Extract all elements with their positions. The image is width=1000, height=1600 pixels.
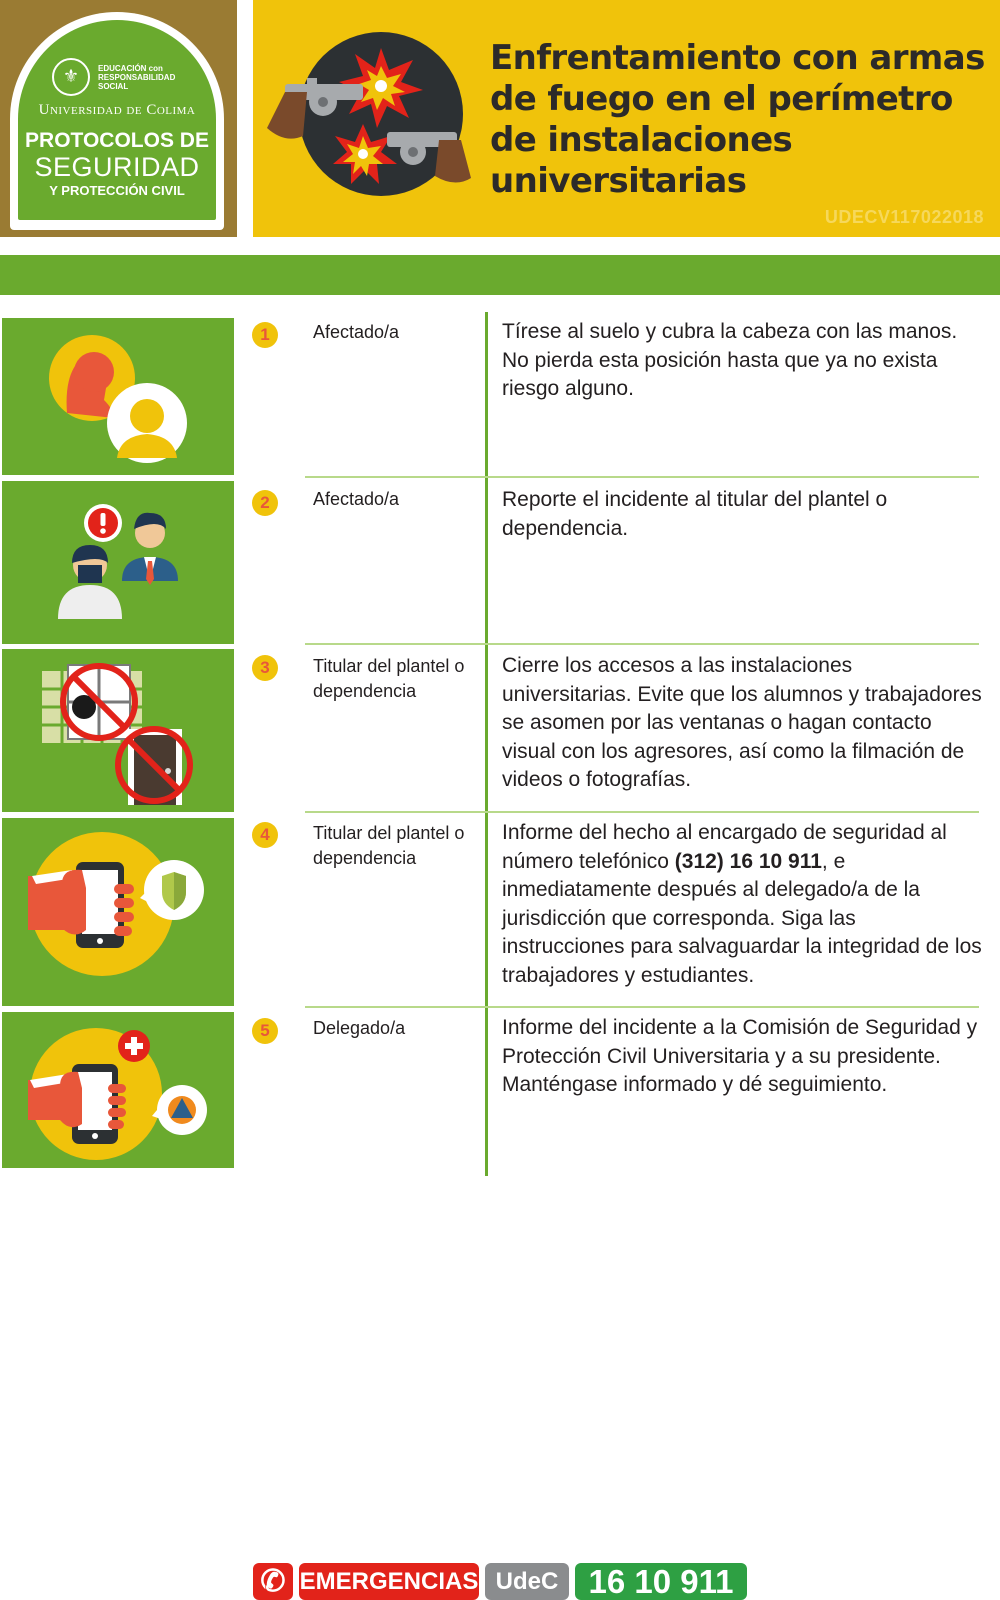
phone-icon: ✆ [253,1563,293,1600]
row-separator [305,476,979,478]
logo-panel: ⚜ EDUCACIÓN con RESPONSABILIDAD SOCIAL U… [0,0,237,237]
slogan-line-1: EDUCACIÓN con [98,64,163,73]
row-separator [305,811,979,813]
logo-slogan: EDUCACIÓN con RESPONSABILIDAD SOCIAL [98,64,208,91]
slogan-line-3: SOCIAL [98,82,129,91]
step-1-instructions: Tírese al suelo y cubra la cabeza con la… [502,320,958,400]
step-3-instructions: Cierre los accesos a las instalaciones u… [502,654,982,791]
step-4-text-after: , e inmediatamente después al delegado/a… [502,849,982,987]
title-panel: Enfrentamiento con armas de fuego en el … [253,0,1000,237]
step-2-illustration [2,481,234,644]
row-separator [305,1006,979,1008]
phone-shield-icon [28,832,204,976]
emergency-footer: ✆ EMERGENCIAS UdeC 16 10 911 [253,1563,747,1600]
logo-protocols: PROTOCOLOS DE [25,129,209,152]
row-separator [305,643,979,645]
udec-label: UdeC [485,1563,569,1600]
step-3-number: 3 [252,655,278,681]
step-1-role: Afectado/a [313,322,400,342]
security-phone-number: (312) 16 10 911 [674,849,822,873]
university-name: Universidad de Colima [38,102,196,118]
no-window-no-door-icon [42,663,193,805]
step-3-role: Titular del plantel o dependencia [313,656,465,701]
green-divider-band [0,255,1000,295]
university-logo: ⚜ EDUCACIÓN con RESPONSABILIDAD SOCIAL U… [18,20,216,220]
emergency-label: EMERGENCIAS [299,1563,479,1600]
step-2-instructions: Reporte el incidente al titular del plan… [502,488,888,540]
phone-glyph: ✆ [260,1565,286,1598]
two-persons-icon [49,335,187,463]
step-5-instructions: Informe del incidente a la Comisión de S… [502,1016,978,1096]
step-5-illustration [2,1012,234,1168]
page-title: Enfrentamiento con armas de fuego en el … [490,38,985,201]
report-alert-icon [58,504,178,619]
emergency-number: 16 10 911 [575,1563,747,1600]
step-4-text-before: Informe del hecho al encargado de seguri… [502,821,947,873]
step-4-role: Titular del plantel o dependencia [313,823,465,868]
step-1-number: 1 [252,322,278,348]
step-1-illustration [2,318,234,475]
logo-security: SEGURIDAD [34,152,200,182]
phone-civil-protection-icon [28,1028,207,1160]
column-divider [485,312,488,1176]
step-4-instructions: Informe del hecho al encargado de seguri… [502,819,982,990]
step-5-role: Delegado/a [313,1018,406,1038]
document-code: UDECV117022018 [824,207,984,227]
step-3-illustration [2,649,234,812]
crossed-revolvers-icon [267,32,471,196]
university-seal-icon: ⚜ [52,58,90,96]
step-4-number: 4 [252,822,278,848]
logo-civil: Y PROTECCIÓN CIVIL [49,183,185,198]
step-2-number: 2 [252,490,278,516]
step-2-role: Afectado/a [313,489,400,509]
slogan-line-2: RESPONSABILIDAD [98,73,176,82]
step-4-illustration [2,818,234,1006]
step-5-number: 5 [252,1018,278,1044]
